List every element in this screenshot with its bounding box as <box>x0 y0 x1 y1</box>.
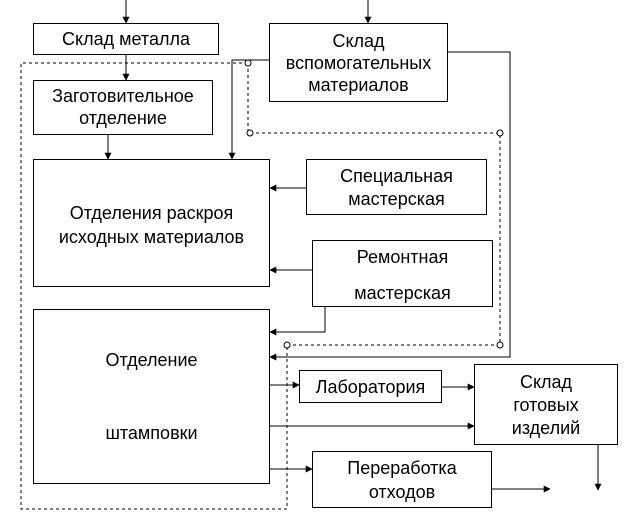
metal-warehouse-box: Склад металла <box>33 23 219 55</box>
repair-workshop-box: Ремонтная мастерская <box>312 240 493 307</box>
dashed-return-loop <box>20 62 288 510</box>
aux-warehouse-line-2: вспомогательных <box>285 53 432 73</box>
stamping-dept-line-1: Отделение <box>105 350 198 370</box>
finished-goods-line-2: готовых <box>513 395 579 415</box>
arrow-repair-to-stamping <box>269 307 326 336</box>
junction-dot <box>246 129 254 137</box>
cutting-dept-box: Отделения раскроя исходных материалов <box>33 159 270 287</box>
repair-workshop-line-1: Ремонтная <box>356 247 449 267</box>
cutting-dept-line-1: Отделения раскроя <box>69 203 234 223</box>
waste-processing-box: Переработка отходов <box>312 451 492 508</box>
repair-workshop-line-2: мастерская <box>354 283 451 303</box>
blank-dept-box: Заготовительное отделение <box>33 80 213 135</box>
junction-dot <box>496 341 504 349</box>
aux-warehouse-box: Склад вспомогательных материалов <box>269 23 448 102</box>
junction-dot <box>496 129 504 137</box>
stamping-dept-box: Отделение штамповки <box>33 309 270 484</box>
arrow-aux-to-cutting <box>228 59 269 160</box>
metal-warehouse-label: Склад металла <box>62 29 190 49</box>
junction-dot <box>283 341 291 349</box>
blank-dept-line-2: отделение <box>79 108 167 128</box>
waste-processing-line-2: отходов <box>368 482 436 502</box>
laboratory-label: Лаборатория <box>315 377 426 397</box>
special-workshop-line-2: мастерская <box>348 189 445 209</box>
waste-processing-line-1: Переработка <box>347 458 457 478</box>
special-workshop-box: Специальная мастерская <box>306 159 487 215</box>
finished-goods-box: Склад готовых изделий <box>474 364 618 445</box>
aux-warehouse-line-1: Склад <box>332 31 385 51</box>
aux-warehouse-line-3: материалов <box>308 75 409 95</box>
finished-goods-line-3: изделий <box>511 418 581 438</box>
cutting-dept-line-2: исходных материалов <box>58 227 245 247</box>
special-workshop-line-1: Специальная <box>340 166 453 186</box>
arrow-aux-to-stamping <box>269 51 511 361</box>
stamping-dept-line-2: штамповки <box>105 423 198 443</box>
laboratory-box: Лаборатория <box>299 370 442 403</box>
junction-dot <box>244 59 252 67</box>
blank-dept-line-1: Заготовительное <box>52 86 194 106</box>
finished-goods-line-1: Склад <box>519 372 573 392</box>
